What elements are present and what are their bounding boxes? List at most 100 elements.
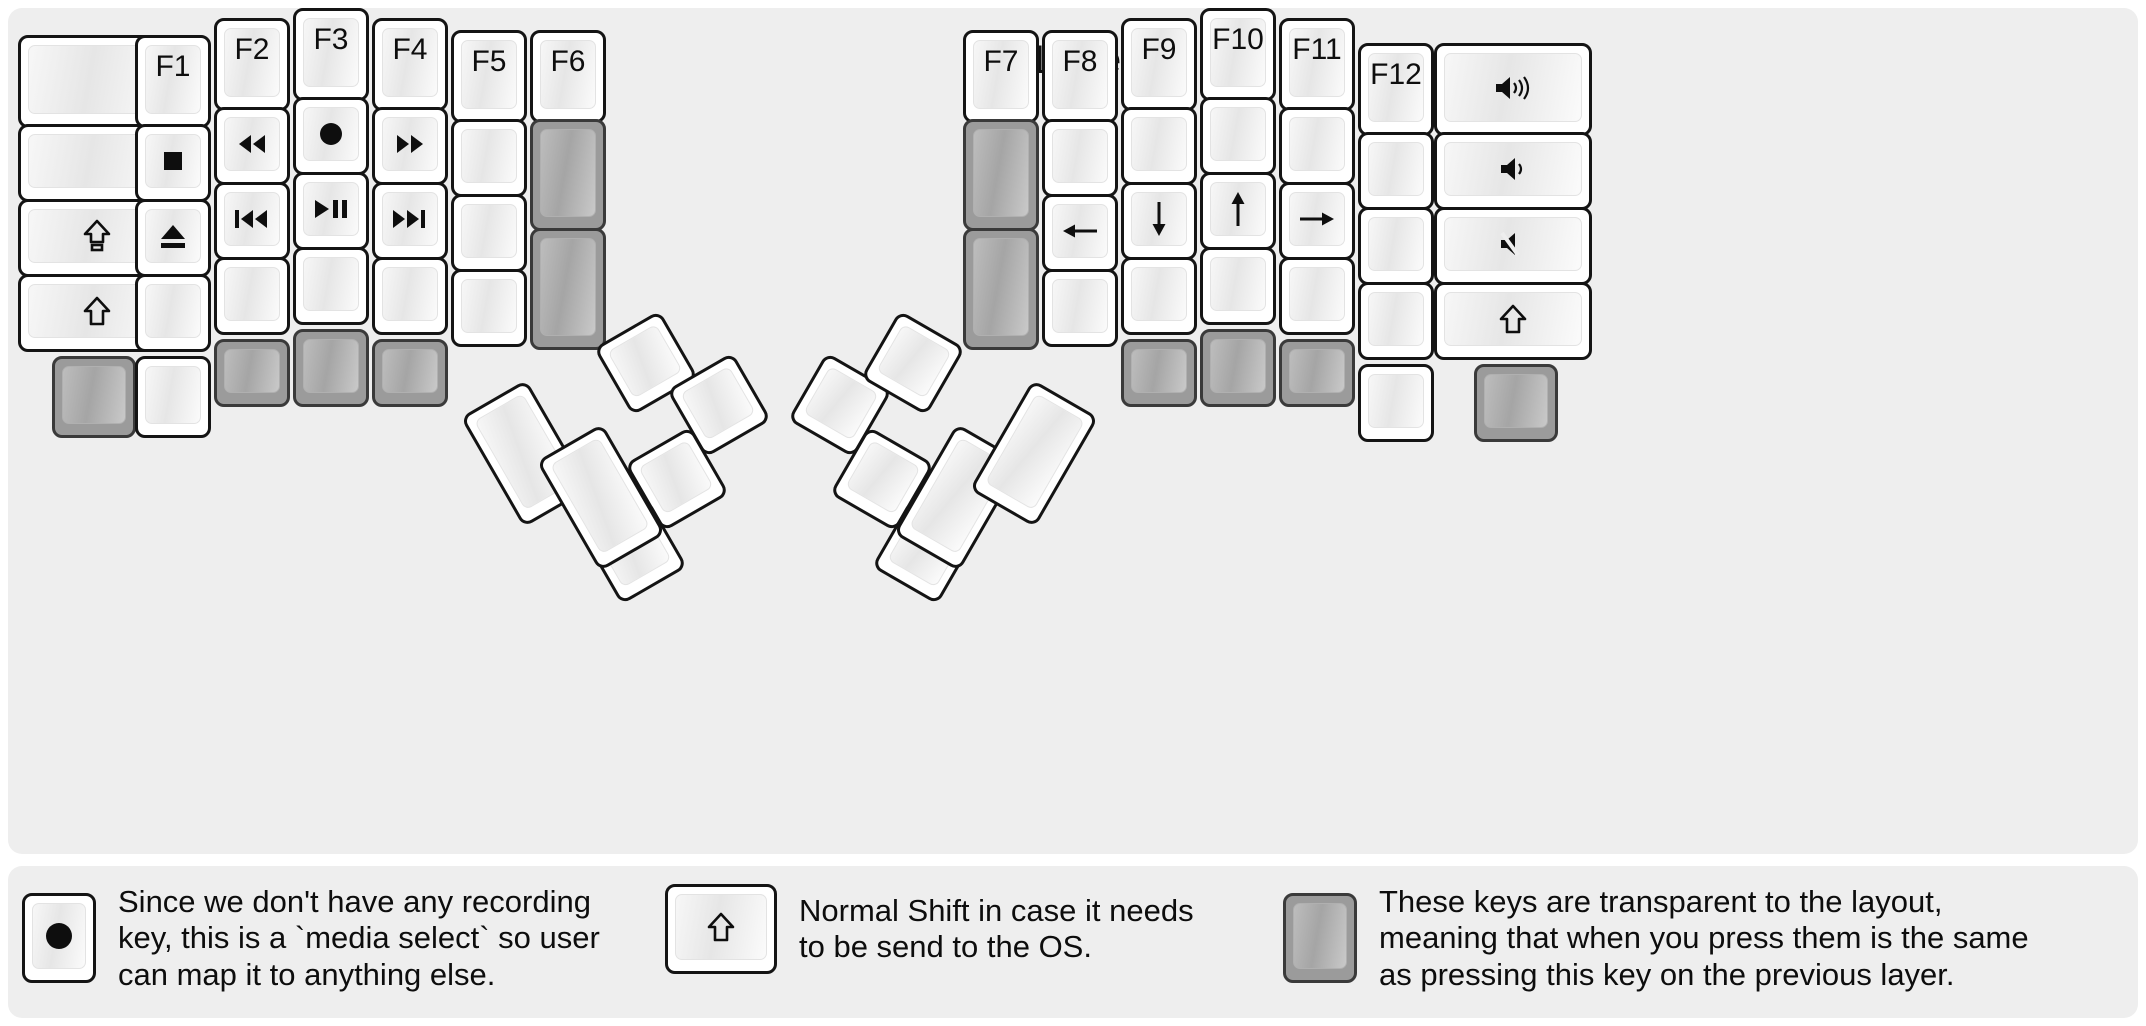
key-left-c6-r2[interactable] (451, 119, 527, 197)
legend-item-shift: Normal Shift in case it needs to be send… (665, 884, 1194, 974)
key-left-c2-r5[interactable] (135, 356, 211, 438)
keycap (1289, 192, 1345, 246)
key-left-c3-r3-prev-track[interactable] (214, 182, 290, 260)
keycap (224, 192, 280, 246)
media-stop-icon (161, 149, 185, 173)
key-left-c7-r2-transparent[interactable] (530, 119, 606, 231)
key-right-c5-r3-arrow-right[interactable] (1279, 182, 1355, 260)
keycap (303, 107, 359, 161)
keycap (1210, 339, 1266, 393)
key-right-c3-r4[interactable] (1121, 257, 1197, 335)
key-left-c6-r4[interactable] (451, 269, 527, 347)
media-record-icon (44, 921, 74, 951)
keycap: F8 (1052, 40, 1108, 109)
key-left-c7-r3-transparent[interactable] (530, 228, 606, 350)
key-label: F1 (155, 50, 191, 83)
key-right-c6-r3[interactable] (1358, 207, 1434, 285)
key-right-c2-r3-arrow-left[interactable] (1042, 194, 1118, 272)
key-left-c5-r1-f4[interactable]: F4 (372, 18, 448, 111)
key-left-c2-r2-stop[interactable] (135, 124, 211, 202)
key-right-c6-r1-f12[interactable]: F12 (1358, 43, 1434, 136)
key-right-c1-r3-transparent[interactable] (963, 228, 1039, 350)
keycap (461, 204, 517, 258)
keycap: F1 (145, 45, 201, 114)
key-right-c4-r3-arrow-up[interactable] (1200, 172, 1276, 250)
key-right-c5-r1-f11[interactable]: F11 (1279, 18, 1355, 111)
key-label: F9 (1141, 33, 1177, 66)
key-right-c4-r1-f10[interactable]: F10 (1200, 8, 1276, 101)
keycap (680, 365, 756, 441)
key-right-c5-r2[interactable] (1279, 107, 1355, 185)
key-right-c6-r5[interactable] (1358, 364, 1434, 442)
key-right-c3-r1-f9[interactable]: F9 (1121, 18, 1197, 111)
key-right-c2-r4[interactable] (1042, 269, 1118, 347)
keycap (1368, 292, 1424, 346)
key-right-c7-r1-volume-up[interactable] (1434, 43, 1592, 136)
key-right-c1-r1-f7[interactable]: F7 (963, 30, 1039, 123)
key-label: F12 (1370, 58, 1422, 91)
key-right-c3-r2[interactable] (1121, 107, 1197, 185)
key-left-c3-r1-f2[interactable]: F2 (214, 18, 290, 111)
keycap (1368, 142, 1424, 196)
key-left-c5-r5-transparent[interactable] (372, 339, 448, 407)
key-right-c1-r2-transparent[interactable] (963, 119, 1039, 231)
keycap (1289, 349, 1345, 393)
keycap (1484, 374, 1548, 428)
key-left-c2-r4[interactable] (135, 274, 211, 352)
shift-arrow-icon (82, 296, 112, 327)
keycap (1052, 204, 1108, 258)
key-left-c4-r5-transparent[interactable] (293, 329, 369, 407)
key-left-c4-r2-record[interactable] (293, 97, 369, 175)
key-right-c3-r5-transparent[interactable] (1121, 339, 1197, 407)
key-right-c4-r4[interactable] (1200, 247, 1276, 325)
key-right-c4-r5-transparent[interactable] (1200, 329, 1276, 407)
key-left-c4-r1-f3[interactable]: F3 (293, 8, 369, 101)
keycap (303, 339, 359, 393)
key-left-c4-r4[interactable] (293, 247, 369, 325)
keycap (303, 182, 359, 236)
key-left-c5-r2-fast-forward[interactable] (372, 107, 448, 185)
key-label: F7 (983, 45, 1019, 78)
keycap (145, 209, 201, 263)
key-label: F4 (392, 33, 428, 66)
key-left-c1-r5-transparent[interactable] (52, 356, 136, 438)
media-next-track-icon (391, 208, 429, 230)
keycap (1368, 217, 1424, 271)
key-right-c3-r3-arrow-down[interactable] (1121, 182, 1197, 260)
key-right-c6-r4[interactable] (1358, 282, 1434, 360)
key-right-c4-r2[interactable] (1200, 97, 1276, 175)
shift-arrow-icon (1498, 304, 1528, 335)
keycap (1289, 267, 1345, 321)
key-left-c4-r3-play-pause[interactable] (293, 172, 369, 250)
key-left-c3-r4[interactable] (214, 257, 290, 335)
key-right-c5-r5-transparent[interactable] (1279, 339, 1355, 407)
keycap (461, 129, 517, 183)
key-left-c6-r1-f5[interactable]: F5 (451, 30, 527, 123)
key-label: F11 (1292, 33, 1342, 66)
legend-key-record (22, 893, 96, 984)
key-right-c7-r4-shift[interactable] (1434, 282, 1592, 360)
key-right-c7-r2-volume-down[interactable] (1434, 132, 1592, 210)
key-right-c2-r2[interactable] (1042, 119, 1118, 197)
key-left-c2-r3-eject[interactable] (135, 199, 211, 277)
keycap (224, 117, 280, 171)
key-left-c2-r1-f1[interactable]: F1 (135, 35, 211, 128)
key-right-c7-r5-transparent[interactable] (1474, 364, 1558, 442)
key-label: F10 (1212, 23, 1264, 56)
keycap (224, 267, 280, 321)
key-left-c3-r2-rewind[interactable] (214, 107, 290, 185)
key-left-c7-r1-f6[interactable]: F6 (530, 30, 606, 123)
legend-key-shift (665, 884, 777, 974)
key-left-c5-r3-next-track[interactable] (372, 182, 448, 260)
keycap (1210, 182, 1266, 236)
arrow-down-icon (1148, 200, 1170, 238)
key-left-c5-r4[interactable] (372, 257, 448, 335)
key-right-c7-r3-volume-mute[interactable] (1434, 207, 1592, 285)
key-right-c6-r2[interactable] (1358, 132, 1434, 210)
key-left-c6-r3[interactable] (451, 194, 527, 272)
key-right-c5-r4[interactable] (1279, 257, 1355, 335)
keycap (973, 238, 1029, 336)
key-right-c2-r1-f8[interactable]: F8 (1042, 30, 1118, 123)
key-left-c3-r5-transparent[interactable] (214, 339, 290, 407)
arrow-up-icon (1227, 190, 1249, 228)
